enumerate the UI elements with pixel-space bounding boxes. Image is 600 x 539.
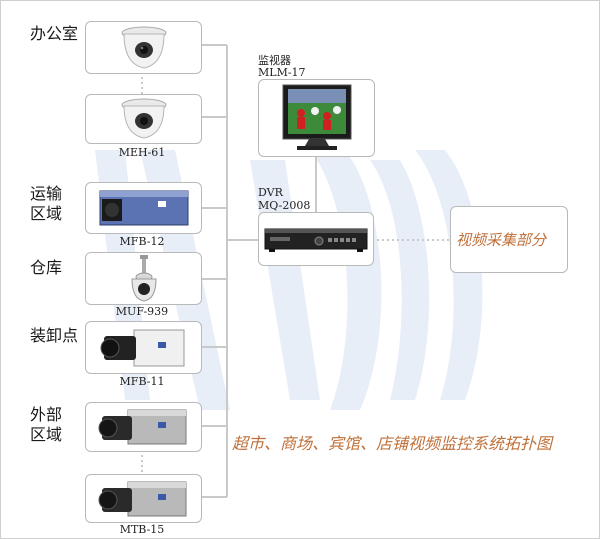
- model-mtb-15: MTB-15: [119, 523, 165, 536]
- box-camera-icon: [100, 329, 185, 367]
- model-mfb-11: MFB-11: [119, 375, 165, 388]
- monitor-title: 监视器: [258, 54, 291, 67]
- box-camera-icon: [98, 481, 187, 517]
- capture-box: 视频采集部分: [450, 206, 568, 273]
- model-muf-939: MUF-939: [115, 305, 169, 318]
- diagram-caption: 超市、商场、宾馆、店铺视频监控系统拓扑图: [232, 434, 553, 453]
- model-meh-61: MEH-61: [118, 146, 166, 159]
- dvr-title: DVR: [258, 186, 283, 199]
- device-box-dome-2: [85, 94, 202, 144]
- location-transport-line1: 运输: [30, 184, 63, 203]
- location-outside-line2: 区域: [30, 425, 63, 444]
- capture-label: 视频采集部分: [456, 231, 547, 249]
- monitor-icon: [282, 84, 352, 150]
- dome-camera-icon: [121, 98, 167, 139]
- location-warehouse: 仓库: [30, 258, 63, 277]
- location-office: 办公室: [30, 24, 79, 43]
- box-camera-icon: [99, 190, 189, 226]
- device-box-mfb-12: [85, 182, 202, 234]
- dome-camera-icon: [121, 26, 167, 69]
- monitor-box: [258, 79, 375, 157]
- dvr-box: [258, 212, 374, 266]
- device-box-mfb-11: [85, 321, 202, 374]
- location-outside-line1: 外部: [30, 405, 63, 424]
- monitor-model: MLM-17: [258, 66, 306, 79]
- location-loading: 装卸点: [30, 326, 79, 345]
- device-box-muf-939: [85, 252, 202, 305]
- device-box-dome-1: [85, 21, 202, 74]
- box-camera-icon: [98, 409, 187, 445]
- device-box-gray-1: [85, 402, 202, 452]
- dvr-icon: [264, 228, 368, 252]
- bracket-camera-icon: [131, 255, 157, 302]
- device-box-mtb-15: [85, 474, 202, 523]
- model-mfb-12: MFB-12: [119, 235, 165, 248]
- location-transport-line2: 区域: [30, 204, 63, 223]
- dvr-model: MQ-2008: [258, 199, 311, 212]
